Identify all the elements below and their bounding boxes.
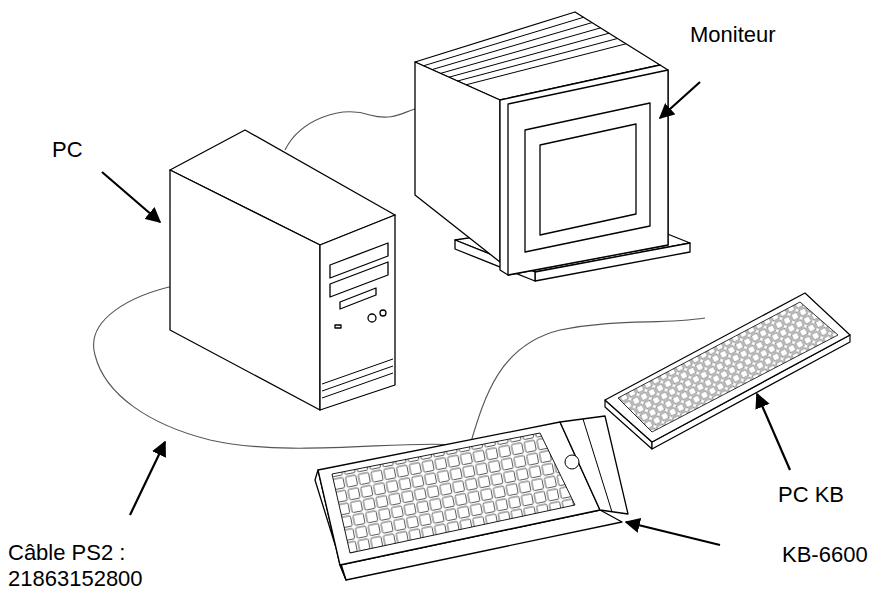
callout-label: PC: [52, 137, 112, 163]
callout-label: PC KB: [778, 482, 873, 508]
callout-label: Moniteur: [690, 22, 820, 48]
leader-arrows: [102, 82, 790, 545]
pos-keyboard-drawing: [315, 416, 628, 580]
pc-tower-drawing: [170, 130, 395, 410]
pc-keyboard-drawing: [605, 293, 850, 449]
callout-label: Câble PS2 : 21863152800: [8, 540, 158, 590]
callout-label: KB-6600: [782, 542, 876, 568]
monitor-drawing: [415, 12, 690, 281]
